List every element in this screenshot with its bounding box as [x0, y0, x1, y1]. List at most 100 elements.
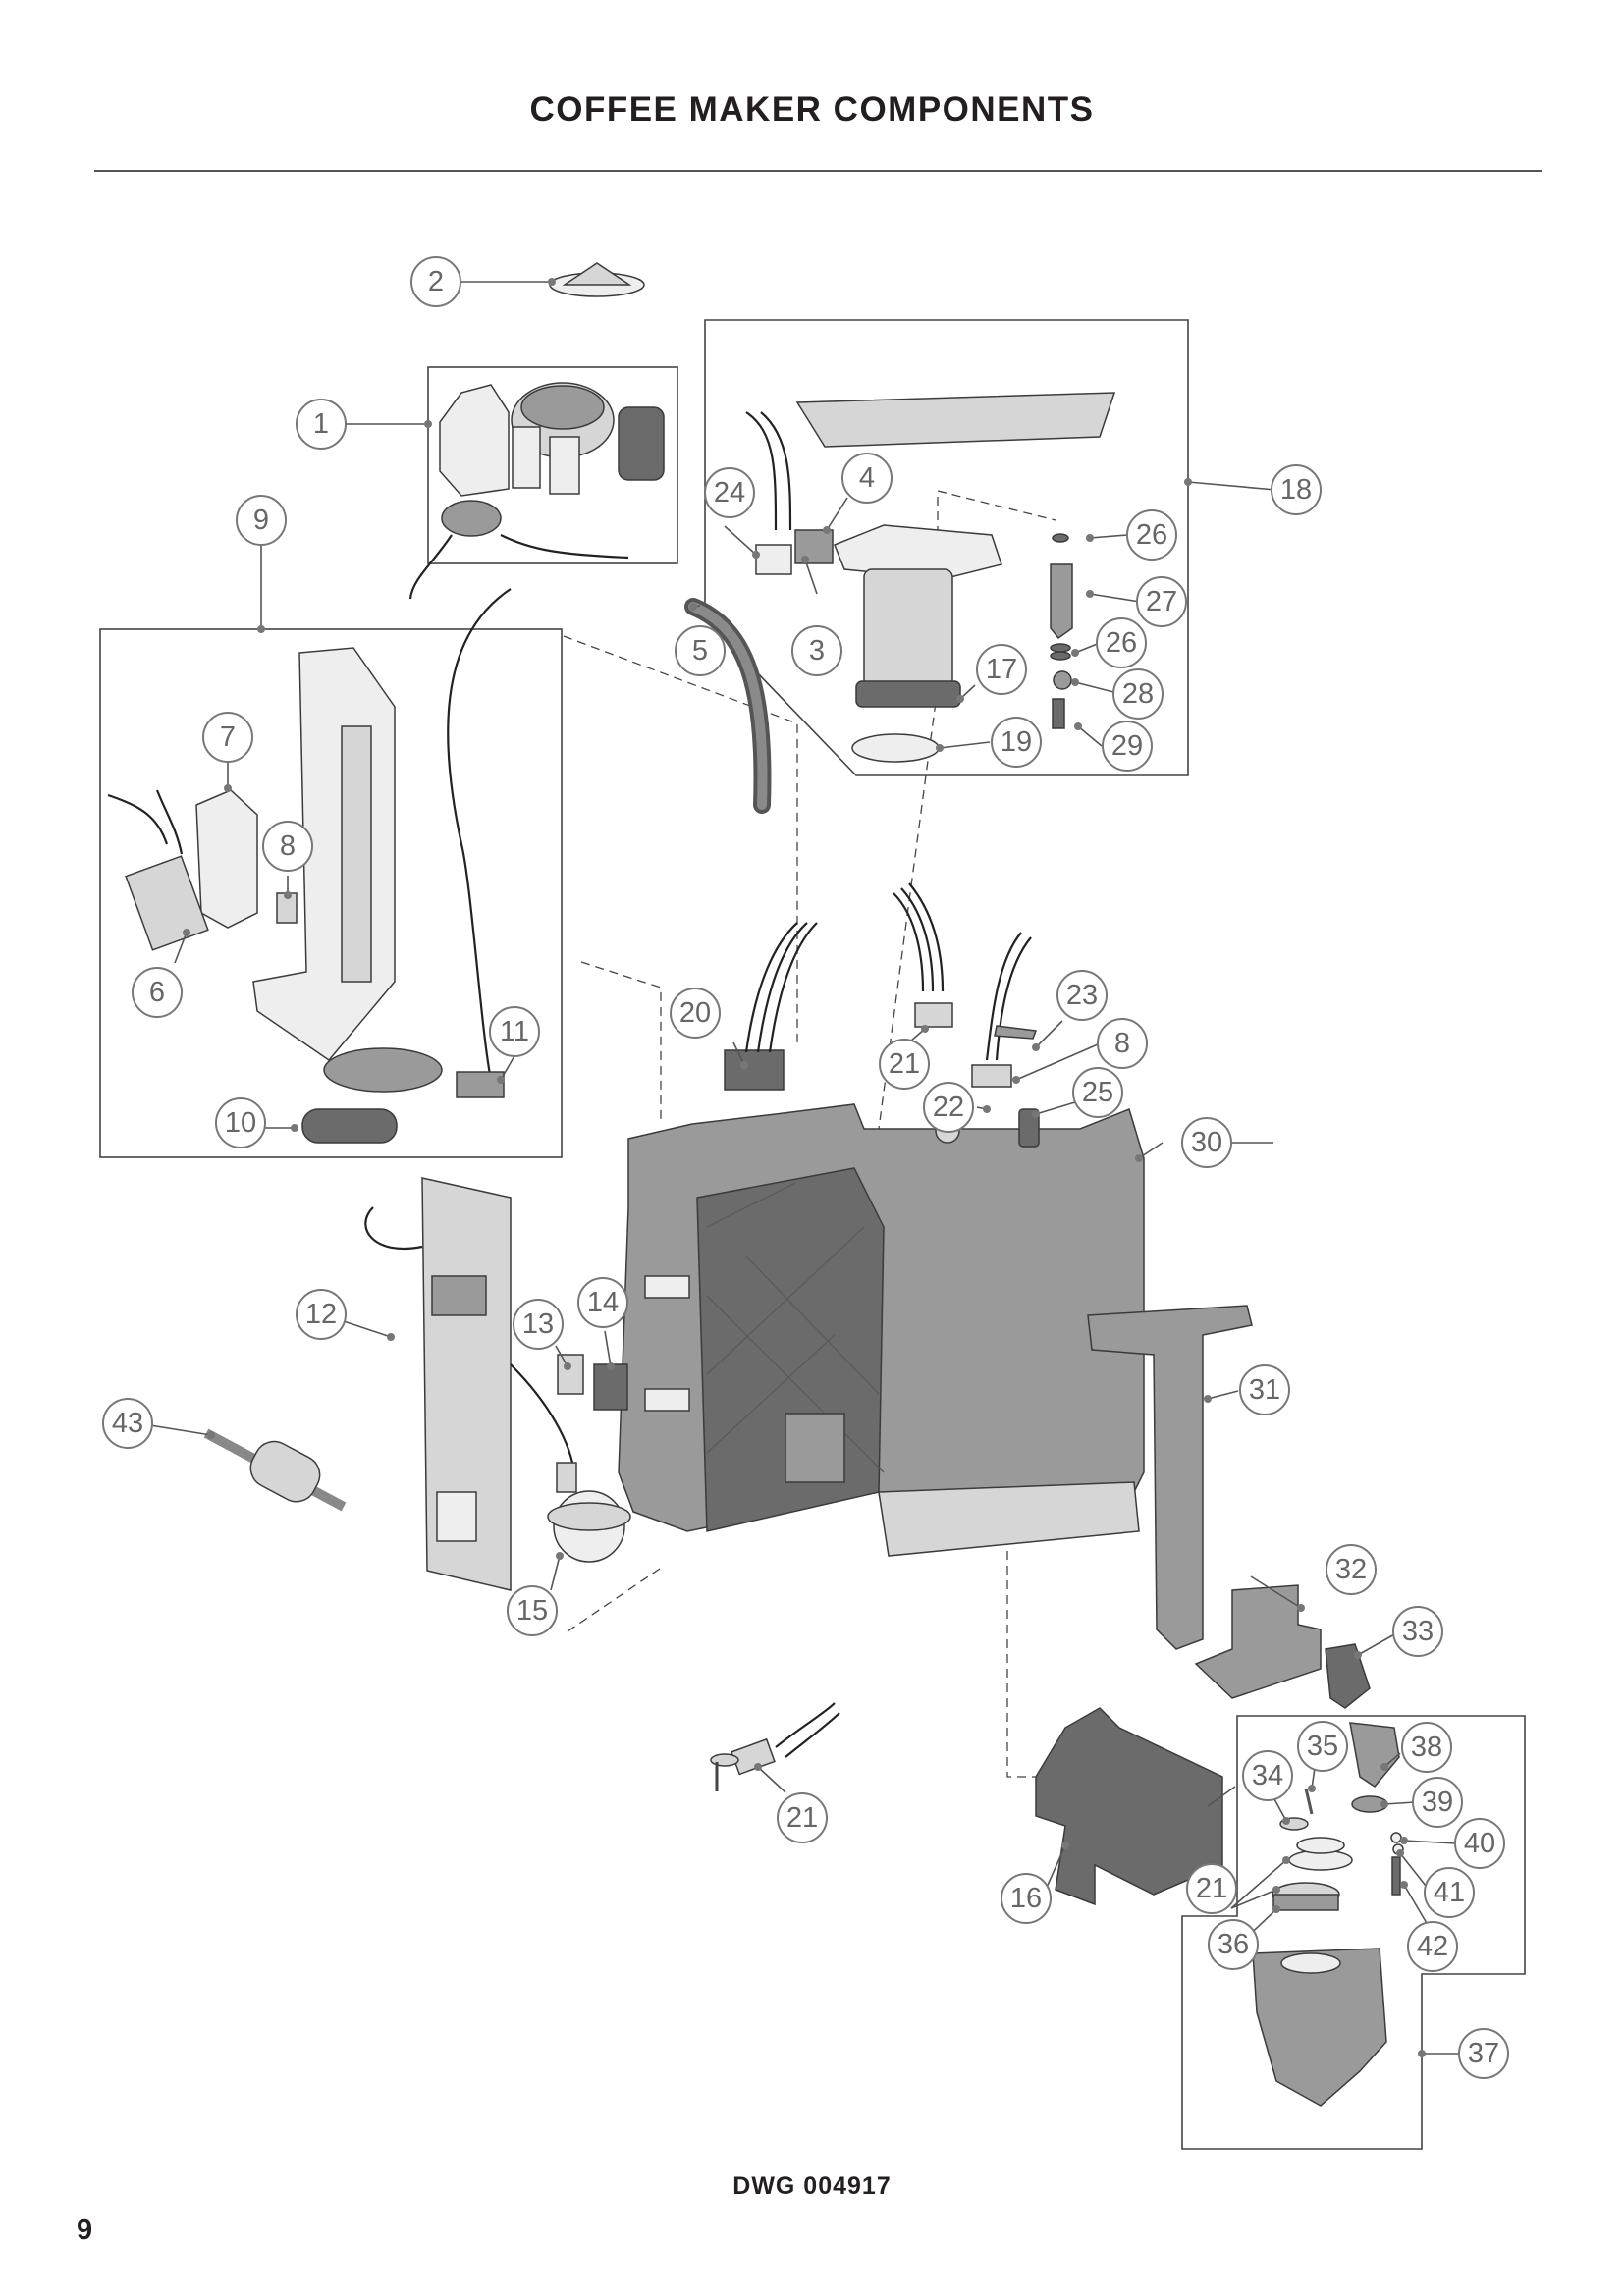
svg-text:24: 24 [714, 477, 745, 508]
svg-text:8: 8 [1114, 1028, 1130, 1059]
callout-11: 11 [489, 1006, 540, 1057]
svg-text:21: 21 [786, 1802, 818, 1834]
svg-text:16: 16 [1010, 1883, 1042, 1914]
callout-24: 24 [704, 467, 755, 518]
svg-text:15: 15 [516, 1595, 548, 1627]
svg-text:27: 27 [1146, 586, 1177, 617]
bottom-switch-part [710, 1702, 840, 1791]
callout-7: 7 [202, 712, 253, 763]
svg-text:14: 14 [587, 1287, 619, 1318]
leader-lines [149, 278, 1460, 2057]
svg-text:26: 26 [1136, 519, 1167, 551]
callout-19: 19 [991, 717, 1042, 768]
pump-part [203, 1428, 347, 1512]
svg-text:33: 33 [1402, 1616, 1434, 1647]
callout-14: 14 [577, 1277, 628, 1328]
alignment-line [563, 635, 798, 1045]
alignment-line [567, 1568, 661, 1632]
svg-text:40: 40 [1464, 1828, 1495, 1859]
svg-text:13: 13 [522, 1308, 554, 1340]
page-title: COFFEE MAKER COMPONENTS [529, 90, 1095, 129]
switch-wiring-part [893, 882, 1040, 1148]
callout-5: 5 [675, 625, 726, 676]
alignment-line [937, 490, 1056, 521]
callout-18: 18 [1271, 464, 1322, 515]
boiler-group-box [704, 319, 1189, 776]
callout-34: 34 [1242, 1750, 1293, 1801]
svg-text:32: 32 [1335, 1554, 1367, 1585]
svg-text:12: 12 [305, 1299, 337, 1330]
svg-text:9: 9 [253, 505, 269, 536]
side-rail-part [1087, 1305, 1253, 1650]
brew-slide-group-box [99, 628, 563, 1158]
callout-2: 2 [410, 256, 461, 307]
callout-37: 37 [1458, 2028, 1509, 2079]
svg-text:31: 31 [1249, 1374, 1280, 1406]
svg-text:23: 23 [1066, 980, 1098, 1011]
callout-8-second: 8 [1097, 1018, 1148, 1069]
drip-support-part [1035, 1707, 1223, 1906]
svg-text:8: 8 [280, 830, 296, 862]
svg-text:37: 37 [1468, 2038, 1499, 2069]
page-number: 9 [77, 2215, 93, 2246]
boiler-assembly-part [745, 392, 1116, 763]
svg-text:35: 35 [1307, 1731, 1338, 1762]
svg-text:39: 39 [1422, 1787, 1453, 1818]
svg-text:4: 4 [859, 462, 875, 494]
grinder-assembly-part [408, 382, 665, 600]
callout-15: 15 [507, 1585, 558, 1636]
callout-35: 35 [1297, 1721, 1348, 1772]
callout-26-second: 26 [1096, 617, 1147, 668]
svg-text:20: 20 [679, 997, 711, 1029]
svg-text:1: 1 [313, 408, 329, 440]
svg-text:29: 29 [1111, 730, 1143, 762]
callout-29: 29 [1102, 721, 1153, 772]
callout-12: 12 [296, 1289, 347, 1340]
svg-text:11: 11 [500, 1016, 529, 1047]
title-rule [94, 170, 1542, 172]
callout-22: 22 [923, 1082, 974, 1133]
spout-assembly-part [1252, 1722, 1404, 2107]
svg-text:26: 26 [1106, 627, 1137, 659]
svg-text:22: 22 [933, 1092, 964, 1123]
callout-26: 26 [1126, 509, 1177, 561]
callout-23: 23 [1056, 970, 1108, 1021]
callout-8: 8 [262, 821, 313, 872]
svg-text:7: 7 [220, 721, 236, 753]
clip-part [1325, 1643, 1371, 1709]
callout-16: 16 [1001, 1873, 1052, 1924]
callout-40: 40 [1454, 1818, 1505, 1869]
svg-text:2: 2 [428, 266, 444, 297]
callout-39: 39 [1412, 1777, 1463, 1828]
callout-38: 38 [1401, 1722, 1452, 1773]
callout-30: 30 [1181, 1117, 1232, 1168]
control-board-part [364, 1177, 576, 1591]
callout-20: 20 [670, 988, 721, 1039]
callout-25: 25 [1072, 1067, 1123, 1118]
svg-text:34: 34 [1252, 1760, 1283, 1791]
callout-13: 13 [513, 1299, 564, 1350]
grinder-group-box [427, 366, 678, 564]
svg-text:28: 28 [1122, 678, 1154, 710]
callout-3: 3 [791, 625, 842, 676]
main-frame-part [618, 922, 1145, 1557]
svg-text:43: 43 [112, 1408, 143, 1439]
callout-42: 42 [1407, 1921, 1458, 1972]
svg-text:17: 17 [986, 654, 1017, 685]
tray-bracket-part [1194, 1584, 1322, 1699]
callout-32: 32 [1326, 1544, 1377, 1595]
svg-text:30: 30 [1191, 1127, 1222, 1158]
switch-part [557, 1354, 584, 1395]
svg-text:21: 21 [889, 1048, 920, 1080]
callout-28: 28 [1112, 668, 1164, 720]
svg-text:25: 25 [1082, 1077, 1113, 1108]
svg-text:21: 21 [1196, 1873, 1227, 1904]
svg-text:36: 36 [1218, 1929, 1249, 1960]
svg-text:38: 38 [1411, 1732, 1442, 1763]
callout-21-spout: 21 [1186, 1863, 1237, 1914]
svg-text:18: 18 [1280, 474, 1312, 506]
callout-10: 10 [215, 1097, 266, 1148]
svg-text:3: 3 [809, 635, 825, 667]
callout-36: 36 [1208, 1919, 1259, 1970]
